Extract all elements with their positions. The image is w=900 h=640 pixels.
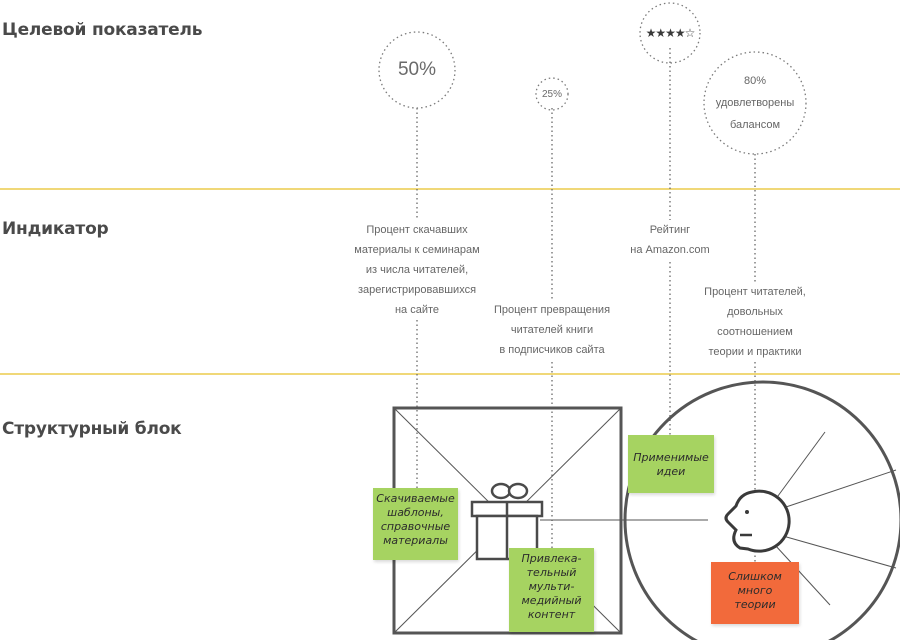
indicator-satisfaction: Процент читателей, довольных соотношение… bbox=[690, 282, 820, 362]
note-line: много bbox=[737, 584, 773, 597]
satisfaction-line-1: 80% bbox=[743, 75, 767, 87]
indicator-line: на Amazon.com bbox=[630, 244, 710, 256]
note-line: Применимые bbox=[633, 451, 709, 464]
indicator-conversion: Процент превращения читателей книги в по… bbox=[482, 300, 622, 360]
indicator-line: соотношением bbox=[717, 326, 793, 338]
indicator-line: зарегистрировавшихся bbox=[357, 284, 477, 296]
circle-spoke-2 bbox=[782, 469, 897, 509]
indicator-line: материалы к семинарам bbox=[354, 244, 480, 256]
indicator-line: читателей книги bbox=[510, 324, 594, 336]
indicator-downloads: Процент скачавших материалы к семинарам … bbox=[342, 220, 492, 320]
note-line: идеи bbox=[656, 465, 686, 478]
note-line: справочные bbox=[380, 520, 451, 533]
note-line: медийный bbox=[521, 594, 582, 607]
note-line: тельный bbox=[526, 566, 577, 579]
circle-spoke-3 bbox=[782, 535, 897, 569]
target-value-downloads: 50% bbox=[397, 59, 437, 80]
satisfaction-line-2: удовлетворены bbox=[715, 97, 795, 109]
divider-line-bottom bbox=[0, 373, 900, 375]
target-value-satisfaction: 80% удовлетворены балансом bbox=[704, 70, 806, 136]
indicator-line: Рейтинг bbox=[649, 224, 691, 236]
indicator-line: на сайте bbox=[394, 304, 440, 316]
target-circle-downloads bbox=[378, 31, 456, 109]
block-circle-frame bbox=[623, 380, 900, 640]
note-line: контент bbox=[527, 608, 576, 621]
target-circle-rating bbox=[639, 2, 701, 64]
circle-spoke-1 bbox=[774, 431, 826, 501]
circle-spoke-4 bbox=[774, 544, 831, 606]
target-circle-satisfaction bbox=[703, 51, 807, 155]
note-line: теории bbox=[734, 598, 776, 611]
sticky-note-ideas: Применимые идеи bbox=[628, 435, 714, 493]
target-value-rating: ★★★★☆ bbox=[645, 26, 696, 40]
indicator-rating: Рейтинг на Amazon.com bbox=[610, 220, 730, 260]
indicator-line: Процент превращения bbox=[493, 304, 611, 316]
indicator-line: Процент читателей, bbox=[704, 286, 806, 298]
sticky-note-templates: Скачиваемые шаблоны, справочные материал… bbox=[373, 488, 458, 560]
note-line: материалы bbox=[383, 534, 448, 547]
indicator-line: из числа читателей, bbox=[365, 264, 469, 276]
row-label-target: Целевой показатель bbox=[2, 20, 203, 40]
row-label-indicator: Индикатор bbox=[2, 219, 109, 239]
target-value-conversion: 25% bbox=[541, 88, 562, 100]
target-circle-conversion bbox=[535, 77, 569, 111]
note-line: Привлека- bbox=[521, 552, 582, 565]
indicator-line: теории и практики bbox=[708, 346, 802, 358]
indicator-line: в подписчиков сайта bbox=[499, 344, 605, 356]
row-label-block: Структурный блок bbox=[2, 419, 182, 439]
indicator-line: Процент скачавших bbox=[366, 224, 468, 236]
satisfaction-line-3: балансом bbox=[729, 119, 781, 131]
note-line: Скачиваемые bbox=[376, 492, 455, 505]
note-line: Слишком bbox=[728, 570, 782, 583]
indicator-line: довольных bbox=[727, 306, 783, 318]
divider-line-top bbox=[0, 188, 900, 190]
note-line: шаблоны, bbox=[387, 506, 444, 519]
sticky-note-theory: Слишком много теории bbox=[711, 562, 799, 624]
sticky-note-multimedia: Привлека- тельный мульти- медийный конте… bbox=[509, 548, 594, 632]
note-line: мульти- bbox=[528, 580, 575, 593]
face-icon bbox=[724, 489, 791, 553]
